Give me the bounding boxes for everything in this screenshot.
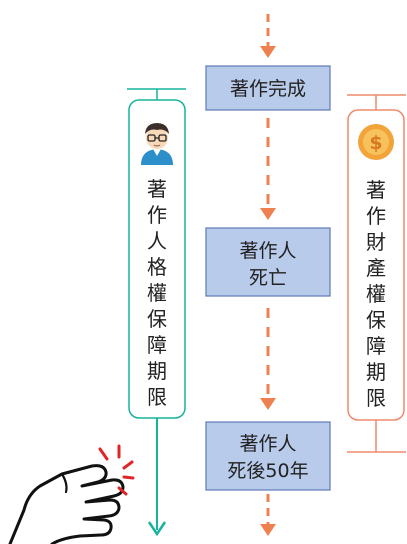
moral-rights-char: 權 xyxy=(147,281,167,305)
svg-text:$: $ xyxy=(369,132,382,154)
pointing-hand-icon xyxy=(8,444,135,544)
moral-rights-char: 作 xyxy=(147,203,167,227)
property-rights-char: 著 xyxy=(366,178,386,202)
property-rights-char: 財 xyxy=(366,230,386,254)
moral-rights-char: 著 xyxy=(147,177,167,201)
stage-death-box: 著作人 死亡 xyxy=(205,227,331,297)
property-rights-char: 障 xyxy=(366,334,386,358)
moral-rights-vertical-label: 著 作 人 格 權 保 障 期 限 xyxy=(147,177,167,409)
property-rights-char: 作 xyxy=(366,204,386,228)
moral-rights-char: 障 xyxy=(147,333,167,357)
property-rights-char: 權 xyxy=(366,282,386,306)
dollar-coin-icon: $ xyxy=(358,124,394,160)
property-rights-bracket xyxy=(347,94,406,453)
property-rights-char: 限 xyxy=(366,386,386,410)
moral-rights-char: 期 xyxy=(147,359,167,383)
moral-rights-char: 人 xyxy=(147,229,167,253)
property-rights-char: 期 xyxy=(366,360,386,384)
stage-completion-box: 著作完成 xyxy=(205,65,331,111)
person-avatar-icon xyxy=(141,123,173,165)
stage-after-label-line1: 著作人 xyxy=(239,433,296,455)
moral-rights-bracket xyxy=(127,88,186,537)
stage-completion-label: 著作完成 xyxy=(230,78,306,100)
stage-death-label-line2: 死亡 xyxy=(249,267,287,289)
flow-arrow-middle xyxy=(260,118,276,220)
property-rights-char: 產 xyxy=(366,256,386,280)
stage-death-label-line1: 著作人 xyxy=(239,240,296,262)
flow-arrow-lower xyxy=(260,308,276,410)
property-rights-char: 保 xyxy=(366,308,386,332)
stage-after-death-box: 著作人 死後50年 xyxy=(205,421,331,491)
moral-rights-char: 保 xyxy=(147,307,167,331)
property-rights-vertical-label: 著 作 財 產 權 保 障 期 限 xyxy=(366,178,386,410)
stage-after-label-line2: 死後50年 xyxy=(227,460,308,482)
flow-arrow-bottom xyxy=(260,494,276,536)
moral-rights-char: 限 xyxy=(147,385,167,409)
flow-arrow-top xyxy=(260,14,276,58)
moral-rights-char: 格 xyxy=(147,255,167,279)
